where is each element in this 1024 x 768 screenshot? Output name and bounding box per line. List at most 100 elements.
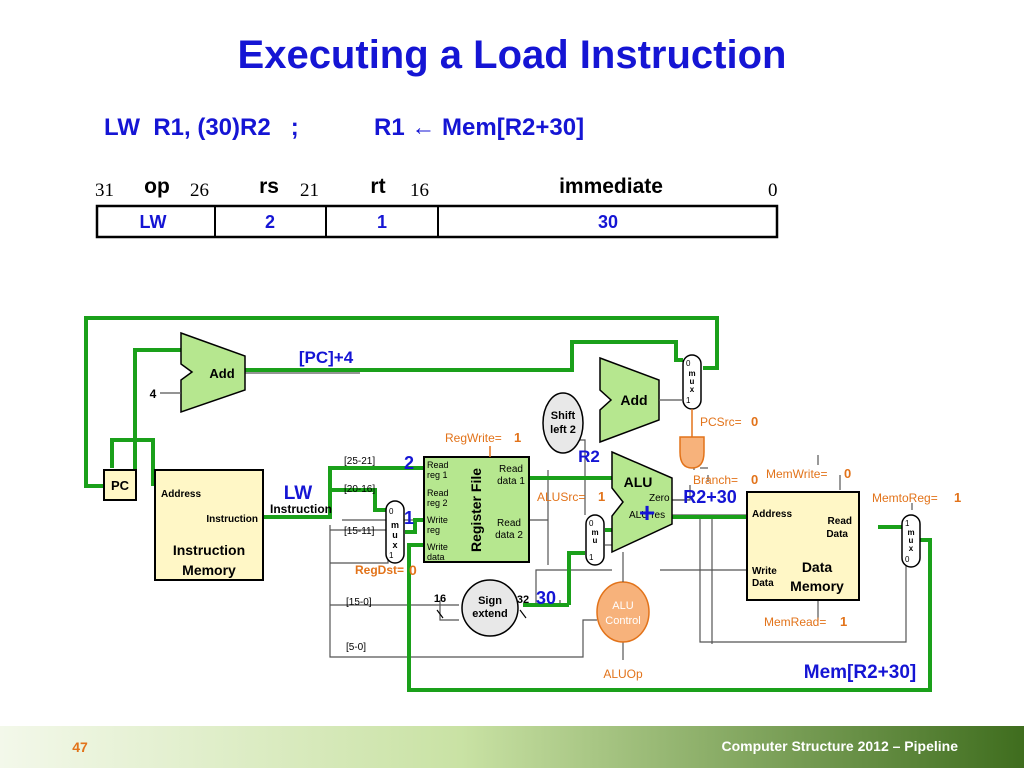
mem-result-annotation: Mem[R2+30] <box>804 662 916 683</box>
footer-bar <box>0 726 1024 768</box>
instruction-asm: LW R1, (30)R2 ; <box>104 114 299 141</box>
svg-text:0: 0 <box>686 359 691 368</box>
field-rs-value: 2 <box>265 212 275 232</box>
svg-text:m: m <box>688 369 695 378</box>
svg-text:x: x <box>690 385 695 394</box>
bits-15-11: [15-11] <box>344 526 375 537</box>
constant-four: 4 <box>150 387 157 401</box>
bits-20-16: [20-16] <box>344 484 375 495</box>
datapath: PC Add 4 Address Instruction Instruction… <box>84 316 961 692</box>
svg-text:ALU: ALU <box>612 600 633 612</box>
svg-text:Write: Write <box>752 566 777 577</box>
svg-text:Read: Read <box>427 488 449 498</box>
alusrc-mux <box>585 514 605 566</box>
field-op-label: op <box>144 175 170 198</box>
regdst-value: 0 <box>409 562 417 578</box>
svg-text:data 1: data 1 <box>497 476 525 487</box>
page-number: 47 <box>72 739 88 755</box>
svg-text:Control: Control <box>605 615 640 627</box>
alu-label: ALU <box>624 474 653 490</box>
memtoreg-value: 1 <box>954 490 961 505</box>
instruction-format: 31 26 21 16 0 op rs rt immediate LW 2 1 … <box>95 175 779 239</box>
svg-text:u: u <box>909 536 914 545</box>
svg-text:Data: Data <box>802 559 833 575</box>
svg-text:m: m <box>391 520 399 530</box>
regwrite-value: 1 <box>514 430 521 445</box>
memtoreg-mux <box>901 514 921 568</box>
memwrite-label: MemWrite= <box>766 467 827 481</box>
bit-0: 0 <box>768 180 778 201</box>
alusrc-value: 1 <box>598 489 605 504</box>
bits-15-0: [15-0] <box>346 597 372 608</box>
svg-text:reg 1: reg 1 <box>427 470 448 480</box>
regwrite-label: RegWrite= <box>445 431 502 445</box>
svg-text:m: m <box>907 528 914 537</box>
branch-and-gate <box>679 436 705 469</box>
imem-instruction-label: Instruction <box>206 514 258 525</box>
instruction-memory <box>154 469 264 581</box>
regdst-mux <box>385 500 405 564</box>
imm-annotation: 30 <box>536 588 556 608</box>
svg-text:u: u <box>593 536 598 545</box>
svg-text:data: data <box>427 552 445 562</box>
branch-adder-label: Add <box>620 392 647 408</box>
bit-21: 21 <box>300 180 319 201</box>
pc-adder <box>180 331 246 414</box>
field-immediate-value: 30 <box>598 212 618 232</box>
data-memory <box>746 491 860 601</box>
pcsrc-label: PCSrc= <box>700 415 742 429</box>
field-rs-label: rs <box>259 175 279 198</box>
svg-text:1: 1 <box>389 551 394 560</box>
rs-annotation: 2 <box>404 453 414 473</box>
svg-text:16: 16 <box>434 593 446 605</box>
svg-text:reg 2: reg 2 <box>427 498 448 508</box>
svg-text:1: 1 <box>686 396 691 405</box>
pc-plus4-annotation: [PC]+4 <box>299 348 354 367</box>
svg-text:Data: Data <box>752 578 774 589</box>
imem-title-2: Memory <box>182 562 236 578</box>
svg-text:Read: Read <box>497 518 521 529</box>
bit-31: 31 <box>95 180 114 201</box>
svg-text:Read: Read <box>828 516 852 527</box>
regdst-label: RegDst= <box>355 563 404 577</box>
pc-label: PC <box>111 478 130 493</box>
memread-label: MemRead= <box>764 615 826 629</box>
memwrite-value: 0 <box>844 466 851 481</box>
pcsrc-value: 0 <box>751 414 758 429</box>
footer-text: Computer Structure 2012 – Pipeline <box>721 738 958 754</box>
instruction-annotation: Instruction <box>270 502 332 516</box>
rt-annotation: 1 <box>404 508 414 528</box>
svg-text:Write: Write <box>427 515 448 525</box>
pc-adder-label: Add <box>209 366 234 381</box>
field-immediate-label: immediate <box>559 175 663 198</box>
svg-text:Address: Address <box>752 509 792 520</box>
memread-value: 1 <box>840 614 847 629</box>
svg-text:Data: Data <box>826 529 848 540</box>
bits-5-0: [5-0] <box>346 642 366 653</box>
svg-text:0: 0 <box>589 519 594 528</box>
svg-text:extend: extend <box>472 608 507 620</box>
alu-zero-label: Zero <box>649 493 670 504</box>
alu <box>611 450 673 554</box>
svg-text:Memory: Memory <box>790 578 844 594</box>
field-rt-label: rt <box>370 175 385 198</box>
svg-text:1: 1 <box>905 519 910 528</box>
alu-control <box>596 581 650 643</box>
memtoreg-label: MemtoReg= <box>872 491 938 505</box>
svg-text:Read: Read <box>499 464 523 475</box>
bit-26: 26 <box>190 180 209 201</box>
svg-text:32: 32 <box>517 594 529 606</box>
active-wires <box>84 316 932 692</box>
svg-text:0: 0 <box>389 507 394 516</box>
lw-annotation: LW <box>284 483 313 504</box>
field-rt-value: 1 <box>377 212 387 232</box>
shift-left-2 <box>542 392 584 454</box>
pc-register <box>103 469 137 501</box>
svg-text:Write: Write <box>427 542 448 552</box>
branch-label: Branch= <box>693 473 738 487</box>
svg-text:x: x <box>909 544 914 553</box>
alu-res-label: ALU res <box>629 510 665 521</box>
svg-text:reg: reg <box>427 525 440 535</box>
r2-annotation: R2 <box>578 447 600 466</box>
